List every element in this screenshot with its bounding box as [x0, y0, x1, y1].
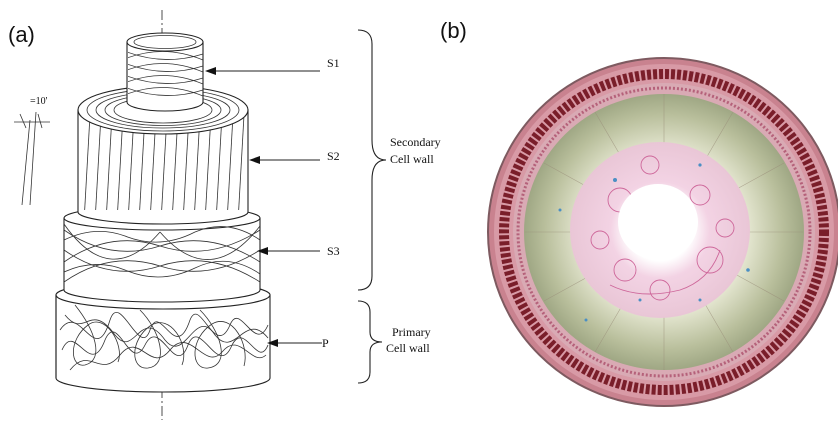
secondary-label-line1: Secondary [390, 135, 441, 149]
panel-label-b: (b) [440, 18, 467, 43]
secondary-brace [358, 30, 386, 290]
label-p: P [322, 336, 329, 350]
label-s1: S1 [327, 56, 340, 70]
fibril-angle-marker: =10' [14, 96, 50, 205]
label-s2: S2 [327, 149, 340, 163]
primary-label-line1: Primary [392, 325, 431, 339]
arrow-s2 [249, 156, 320, 164]
angle-label: =10' [30, 96, 48, 107]
primary-brace [358, 301, 382, 383]
arrow-s1 [205, 67, 320, 75]
layer-s1 [127, 33, 203, 111]
panel-label-a: (a) [8, 22, 35, 47]
primary-label-line2: Cell wall [386, 341, 430, 355]
cell-wall-diagram: =10' S1 S2 S3 P Secondar [14, 10, 441, 420]
arrow-p [267, 339, 322, 347]
label-s3: S3 [327, 244, 340, 258]
stem-cross-section-image [488, 58, 838, 406]
secondary-label-line2: Cell wall [390, 152, 434, 166]
arrow-s3 [257, 247, 320, 255]
